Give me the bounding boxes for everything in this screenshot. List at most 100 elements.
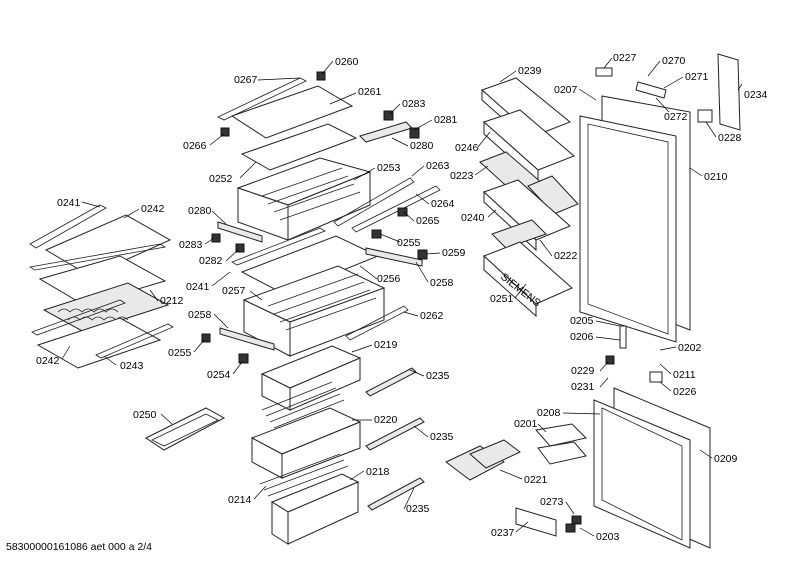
bracket-clip	[571, 515, 582, 525]
crisper-lid	[240, 123, 358, 171]
door-bin-bottom-front	[483, 254, 537, 318]
part-label-0234: 0234	[744, 89, 768, 101]
part-label-0219: 0219	[374, 339, 398, 351]
door-tray-upper	[535, 423, 587, 447]
part-label-0242: 0242	[141, 203, 165, 215]
part-label-0229: 0229	[571, 365, 595, 377]
hinge-pin	[619, 325, 627, 349]
hinge-plate	[635, 81, 667, 99]
side-rail	[345, 305, 409, 341]
bracket-clip	[316, 71, 326, 81]
bracket-clip	[211, 233, 221, 243]
part-label-0206: 0206	[570, 331, 594, 343]
glass-shelf-bottom	[36, 317, 162, 369]
part-label-0246: 0246	[455, 142, 479, 154]
bracket-clip	[605, 355, 615, 365]
part-label-0252: 0252	[209, 173, 233, 185]
part-label-0239: 0239	[518, 65, 542, 77]
fridge-door-gasket	[579, 115, 677, 343]
part-label-0209: 0209	[714, 453, 738, 465]
handle-cover	[515, 507, 557, 537]
glass-shelf-middle	[38, 255, 167, 306]
freezer-door-gasket	[593, 399, 691, 549]
freezer-rail	[365, 367, 417, 397]
part-label-0271: 0271	[685, 71, 709, 83]
freezer-rail	[367, 477, 425, 511]
upper-glass-shelf	[230, 85, 354, 139]
part-label-0280: 0280	[188, 205, 212, 217]
part-label-0243: 0243	[120, 360, 144, 372]
part-label-0283: 0283	[179, 239, 203, 251]
freezer-drawer-2-side	[281, 421, 361, 479]
bracket-clip	[397, 207, 408, 217]
part-label-0241: 0241	[57, 197, 81, 209]
document-id: 58300000161086 aet 000 a 2/4	[6, 541, 152, 553]
bracket-clip	[235, 243, 245, 253]
part-label-0208: 0208	[537, 407, 561, 419]
part-label-0242: 0242	[36, 355, 60, 367]
part-label-0218: 0218	[366, 466, 390, 478]
leader-lines	[61, 57, 743, 537]
side-rail	[219, 327, 275, 351]
shelf-trim-strip	[29, 204, 107, 249]
bracket-clip	[565, 523, 576, 533]
part-label-0251: 0251	[490, 293, 514, 305]
part-label-0273: 0273	[540, 496, 564, 508]
part-label-0258: 0258	[430, 277, 454, 289]
part-label-0226: 0226	[673, 386, 697, 398]
part-label-0255: 0255	[168, 347, 192, 359]
hinge-block	[697, 109, 713, 123]
glass-shelf-top	[44, 214, 172, 277]
wire-basket	[261, 381, 345, 429]
side-rail	[359, 121, 413, 143]
part-label-0212: 0212	[160, 295, 184, 307]
door-tray-lower	[537, 441, 587, 465]
part-label-0220: 0220	[374, 414, 398, 426]
hinge-cap	[595, 67, 613, 77]
part-label-0205: 0205	[570, 315, 594, 327]
hinge-block	[649, 371, 663, 383]
shelf-trim-strip	[95, 323, 174, 359]
freezer-drawers	[145, 345, 425, 545]
fridge-door-gasket-inner	[587, 123, 669, 335]
part-label-0222: 0222	[554, 250, 578, 262]
part-label-0255: 0255	[397, 237, 421, 249]
fridge-doors	[445, 53, 741, 549]
part-label-0228: 0228	[718, 132, 742, 144]
part-label-0261: 0261	[358, 86, 382, 98]
ice-cube-tray-2	[469, 439, 521, 469]
part-label-0203: 0203	[596, 531, 620, 543]
part-label-0221: 0221	[524, 474, 548, 486]
part-label-0201: 0201	[514, 418, 538, 430]
hinge-cover	[717, 53, 741, 131]
part-label-0281: 0281	[434, 114, 458, 126]
part-label-0223: 0223	[450, 170, 474, 182]
part-label-0257: 0257	[222, 285, 246, 297]
bottle-retainer	[491, 219, 547, 249]
part-label-0237: 0237	[491, 527, 515, 539]
middle-shelf-assembly	[201, 227, 428, 364]
part-label-0214: 0214	[228, 494, 252, 506]
door-bins: SIEMENS	[479, 77, 579, 318]
part-label-0207: 0207	[554, 84, 578, 96]
part-label-0283: 0283	[402, 98, 426, 110]
drawer-side	[289, 287, 385, 357]
freezer-rail	[365, 417, 425, 451]
side-rail	[217, 221, 263, 243]
bracket-clip	[238, 353, 249, 364]
ice-tray-inner	[151, 413, 219, 447]
crisper-ribs	[261, 167, 361, 221]
bracket-clip	[371, 229, 382, 239]
crisper-drawer-side	[287, 171, 371, 241]
bracket-clip	[201, 333, 211, 343]
shelf-trim-strip	[31, 299, 126, 336]
part-label-0272: 0272	[664, 111, 688, 123]
part-label-0235: 0235	[430, 431, 454, 443]
part-label-0280: 0280	[410, 140, 434, 152]
bracket-clip	[220, 127, 230, 137]
part-label-0240: 0240	[461, 212, 485, 224]
part-label-0250: 0250	[133, 409, 157, 421]
part-label-0254: 0254	[207, 369, 231, 381]
